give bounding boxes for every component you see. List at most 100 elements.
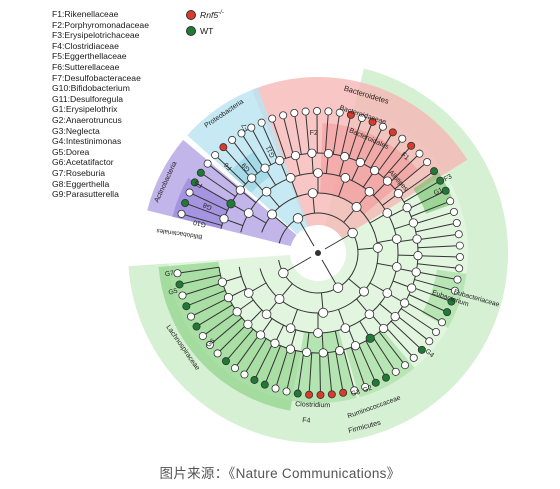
branch-arc <box>259 192 379 314</box>
internal-node <box>302 347 312 357</box>
label-g8: G8 <box>202 201 213 211</box>
branch <box>261 122 279 162</box>
branch <box>410 200 451 217</box>
legend-item: F7:Desulfobacteraceae <box>52 72 141 83</box>
internal-node <box>340 173 351 183</box>
branch <box>350 347 366 388</box>
branch <box>385 326 415 359</box>
internal-node <box>260 163 270 173</box>
leaf-node <box>357 113 366 122</box>
branch <box>399 170 435 196</box>
leaf-node <box>230 364 239 373</box>
internal-node <box>313 168 323 178</box>
leaf-node <box>371 378 380 387</box>
internal-node <box>247 173 257 183</box>
internal-node <box>402 203 412 213</box>
wt-label: WT <box>200 26 214 36</box>
internal-node <box>340 323 351 333</box>
label-bifidobacteriales: Bifidobacteriales <box>156 227 203 240</box>
leaf-node <box>185 188 194 197</box>
label-f1: F1 <box>399 151 410 162</box>
branch <box>413 211 455 225</box>
internal-node <box>285 173 296 183</box>
leaf-node <box>181 199 190 208</box>
branch <box>241 133 265 170</box>
legend-item: G3:Neglecta <box>52 125 100 136</box>
legend-item: G5:Dorea <box>52 146 90 157</box>
group-legend: Rnf5-/- WT <box>186 8 224 40</box>
node-layer <box>173 107 464 399</box>
branch <box>405 301 443 323</box>
internal-node <box>411 267 421 277</box>
leaf-node <box>450 286 459 295</box>
leaf-node <box>250 375 259 384</box>
branch <box>286 350 297 392</box>
label-g3: G3 <box>350 389 361 398</box>
branch <box>400 308 437 333</box>
legend-item: G9:Parasutterella <box>52 189 119 200</box>
leaf-node <box>335 108 344 117</box>
leaf-node <box>409 353 418 362</box>
leaf-node <box>228 135 237 144</box>
internal-node <box>382 176 393 186</box>
branch <box>408 294 448 313</box>
internal-node <box>335 346 345 356</box>
internal-node <box>355 157 365 167</box>
leaf-node <box>441 186 450 195</box>
label-g4: G4 <box>424 348 436 359</box>
branch <box>250 127 272 165</box>
leaf-node <box>388 128 397 137</box>
leaf-node <box>279 111 288 120</box>
branch <box>207 163 241 191</box>
leaf-node <box>436 176 445 185</box>
branch <box>335 351 344 393</box>
branch <box>321 259 339 288</box>
branch <box>376 138 403 173</box>
leaf-node <box>324 107 333 116</box>
leaf-node <box>282 387 291 396</box>
branch <box>363 126 384 165</box>
label-f4: F4 <box>302 417 311 425</box>
leaf-node <box>221 357 230 366</box>
internal-node <box>226 199 236 209</box>
legend-item: F6:Sutterellaceae <box>52 61 120 72</box>
internal-node <box>318 307 329 318</box>
group-legend-rnf5: Rnf5-/- <box>186 8 224 22</box>
leaf-node <box>431 327 440 336</box>
leaf-node <box>182 302 191 311</box>
leaf-node <box>219 143 228 152</box>
branch <box>365 340 387 378</box>
internal-node <box>232 307 242 317</box>
internal-node <box>391 234 402 244</box>
legend-item: F5:Eggerthellaceae <box>52 51 127 62</box>
branch <box>324 232 353 250</box>
sector-actinobacteria <box>147 139 318 253</box>
legend-item: G10:Bifidobacterium <box>52 83 130 94</box>
leaf-node <box>240 370 249 379</box>
internal-node <box>261 186 272 197</box>
label-g9: G9 <box>241 161 252 173</box>
internal-node <box>243 288 254 298</box>
leaf-node <box>175 280 184 289</box>
branch <box>417 263 460 269</box>
branch <box>283 256 312 274</box>
internal-node <box>390 312 400 322</box>
sector-lachnospiraceae <box>158 261 301 411</box>
branch <box>332 112 341 155</box>
branch <box>394 161 428 190</box>
branch <box>414 279 456 292</box>
branch <box>389 153 420 184</box>
internal-node <box>364 309 375 320</box>
branch <box>305 111 310 154</box>
internal-node <box>365 333 375 343</box>
internal-node <box>332 282 344 293</box>
rnf5-label: Rnf5-/- <box>200 10 224 20</box>
leaf-node <box>391 367 400 376</box>
leaf-node <box>177 209 186 218</box>
branch <box>225 328 254 362</box>
leaf-node <box>271 384 280 393</box>
leaf-node <box>381 373 390 382</box>
internal-node <box>261 309 272 320</box>
leaf-node <box>290 108 299 117</box>
legend-item: G7:Roseburia <box>52 167 106 178</box>
